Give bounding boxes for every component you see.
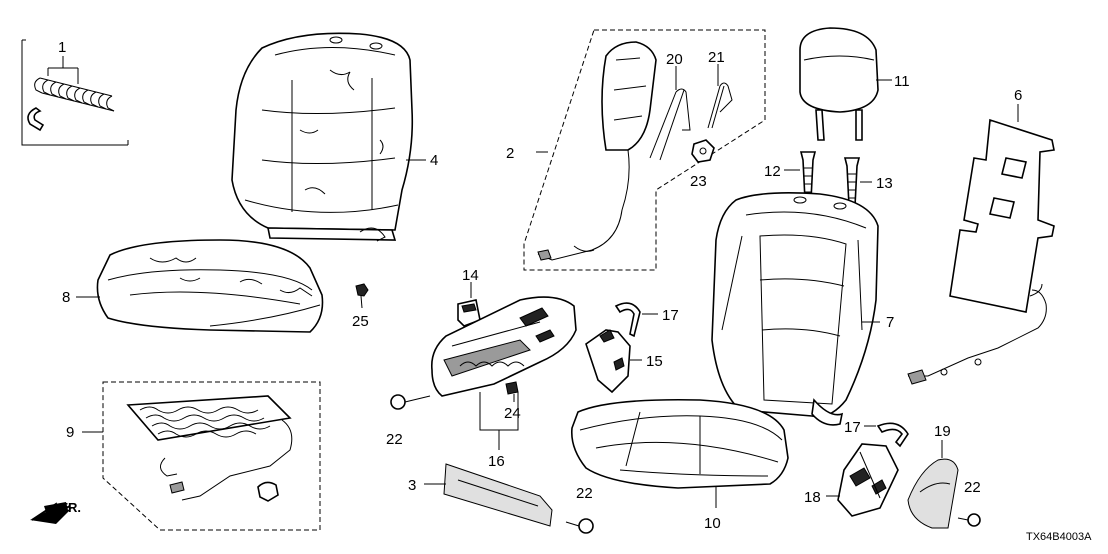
part-4-seat-back-cover	[231, 32, 426, 242]
part-6-pad	[907, 104, 1055, 385]
part-2-side-airbag	[523, 29, 766, 271]
callout-1: 1	[58, 39, 66, 56]
direction-arrow-icon	[30, 502, 72, 524]
callout-7: 7	[886, 314, 894, 331]
callout-25: 25	[352, 313, 369, 330]
callout-13: 13	[876, 175, 893, 192]
part-19-cover	[907, 440, 959, 529]
callout-21: 21	[708, 49, 725, 66]
part-7-seat-back	[711, 192, 880, 426]
callout-8: 8	[62, 289, 70, 306]
callout-24: 24	[504, 405, 521, 422]
part-23-nut	[691, 139, 715, 163]
callout-2: 2	[506, 145, 514, 162]
callout-19: 19	[934, 423, 951, 440]
part-22-screw-a	[390, 394, 431, 410]
part-11-headrest	[799, 27, 892, 141]
direction-label: FR.	[60, 500, 81, 515]
part-3-side-panel	[424, 463, 553, 527]
callout-6: 6	[1014, 87, 1022, 104]
callout-12: 12	[764, 163, 781, 180]
part-8-seat-cushion-cover	[76, 239, 324, 333]
part-17-clip-lower	[864, 422, 909, 448]
callout-20: 20	[666, 51, 683, 68]
part-16-side-trim	[430, 296, 577, 450]
callout-9: 9	[66, 424, 74, 441]
part-22-screw-c	[957, 513, 981, 527]
callout-23: 23	[690, 173, 707, 190]
callout-10: 10	[704, 515, 721, 532]
callout-22-c: 22	[964, 479, 981, 496]
callout-22-b: 22	[576, 485, 593, 502]
part-17-clip-upper	[614, 302, 658, 338]
callout-4: 4	[430, 152, 438, 169]
part-1-clips	[21, 39, 129, 146]
part-25-clip	[355, 283, 369, 309]
callout-3: 3	[408, 477, 416, 494]
callout-18: 18	[804, 489, 821, 506]
callout-16: 16	[488, 453, 505, 470]
part-24-clip	[505, 381, 519, 402]
part-18-bracket	[826, 443, 899, 517]
diagram-code: TX64B4003A	[1026, 531, 1092, 543]
callout-22-a: 22	[386, 431, 403, 448]
callout-11: 11	[894, 73, 910, 90]
part-9-seat-heater	[82, 381, 321, 531]
part-15-bracket	[585, 329, 642, 394]
part-20-21-wire-clips	[649, 64, 733, 161]
part-14-switch	[457, 282, 481, 327]
callout-14: 14	[462, 267, 479, 284]
callout-17-upper: 17	[662, 307, 679, 324]
callout-17-lower: 17	[844, 419, 861, 436]
part-22-screw-b	[565, 518, 594, 534]
callout-15: 15	[646, 353, 663, 370]
part-10-seat-cushion	[570, 398, 789, 508]
